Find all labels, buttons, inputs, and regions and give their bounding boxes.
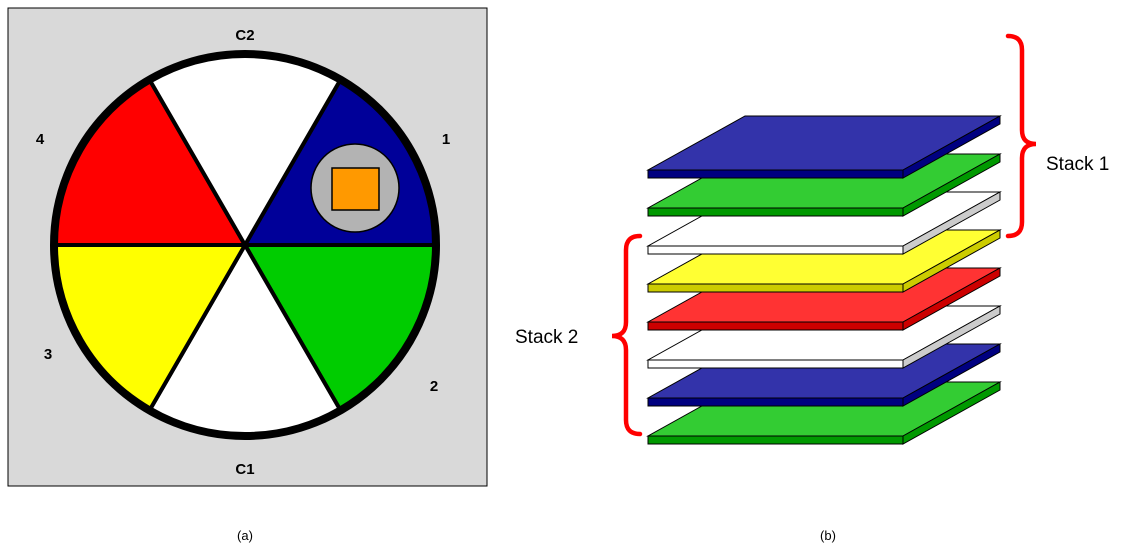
sector-2 (243, 243, 436, 411)
stack-1-label: Stack 1 (1046, 154, 1109, 175)
label-c1: C1 (235, 461, 254, 478)
panel-b: Stack 1 Stack 2 (b) (515, 33, 1109, 543)
layer-4-yellow-side (902, 229, 1001, 293)
stack-2-label: Stack 2 (515, 327, 578, 348)
layer-1-blue-front (647, 169, 904, 179)
layer-6-white-side (902, 305, 1001, 369)
layer-6-white-front (647, 359, 904, 369)
layer-5-red-front (647, 321, 904, 331)
color-wheel (54, 53, 436, 437)
layer-8-green-front (647, 435, 904, 445)
sector-3 (54, 243, 247, 411)
layer-4-yellow-front (647, 283, 904, 293)
layer-8-green-side (902, 381, 1001, 445)
stack-2-brace (611, 233, 643, 437)
layer-7-blue-front (647, 397, 904, 407)
layer-3-white-front (647, 245, 904, 255)
layer-3-white-side (902, 191, 1001, 255)
layer-2-green-side (902, 153, 1001, 217)
caption-a: (a) (237, 528, 253, 543)
layer-5-red-side (902, 267, 1001, 331)
sector-4 (54, 79, 247, 247)
label-c2: C2 (235, 27, 254, 44)
layer-1-blue-side (902, 115, 1001, 179)
layer-stack (646, 115, 1002, 445)
marker-square (331, 167, 380, 211)
caption-b: (b) (820, 528, 836, 543)
label-sector-1: 1 (442, 131, 450, 148)
stack-1-brace (1005, 33, 1037, 239)
wheel-rim (50, 50, 440, 440)
layer-2-green-front (647, 207, 904, 217)
label-sector-4: 4 (36, 131, 45, 148)
panel-a: C2 C1 1 2 3 4 (a) (7, 7, 488, 543)
layer-7-blue-side (902, 343, 1001, 407)
label-sector-3: 3 (44, 346, 52, 363)
label-sector-2: 2 (430, 378, 438, 395)
